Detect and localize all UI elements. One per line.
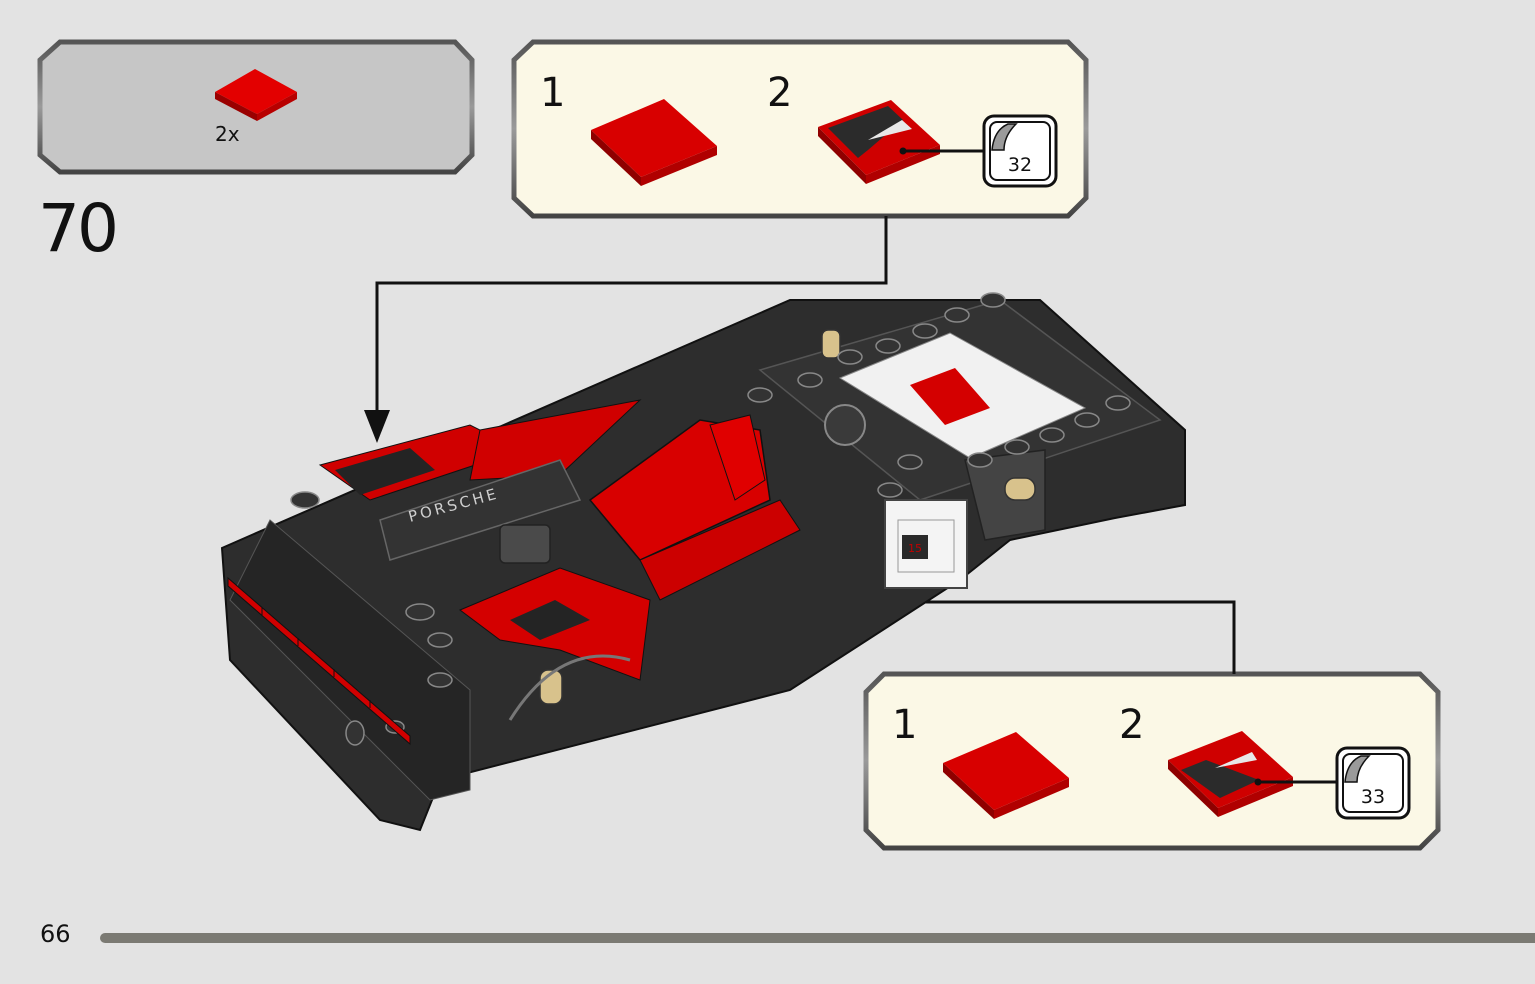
- substep-number: 2: [767, 70, 793, 116]
- parts-list-box: [37, 39, 475, 175]
- car-model-illustration: 15 PORSCHE: [220, 292, 1186, 832]
- substep-callout-bottom: [863, 671, 1441, 851]
- placement-arrow-top: [364, 216, 888, 443]
- plain-red-tile: [591, 99, 717, 186]
- rear-light-bar: [227, 576, 411, 746]
- substep-callout-top: [511, 39, 1089, 219]
- door-number: 15: [908, 542, 922, 555]
- substep-number: 2: [1119, 702, 1145, 748]
- sticker-number: 32: [1007, 154, 1033, 176]
- sticker-33-icon: [1335, 746, 1411, 820]
- sticker-number: 33: [1360, 786, 1386, 808]
- parts-quantity: 2x: [215, 122, 240, 146]
- step-number: 70: [38, 190, 119, 267]
- stickered-red-tile: [1168, 731, 1293, 817]
- plain-red-tile: [943, 732, 1069, 819]
- sticker-32-icon: [982, 114, 1058, 188]
- red-tile-part: [215, 69, 297, 121]
- stickered-red-tile: [818, 100, 940, 184]
- substep-number: 1: [892, 702, 918, 748]
- substep-number: 1: [540, 70, 566, 116]
- page-number: 66: [40, 920, 71, 948]
- progress-bar: [100, 933, 1535, 943]
